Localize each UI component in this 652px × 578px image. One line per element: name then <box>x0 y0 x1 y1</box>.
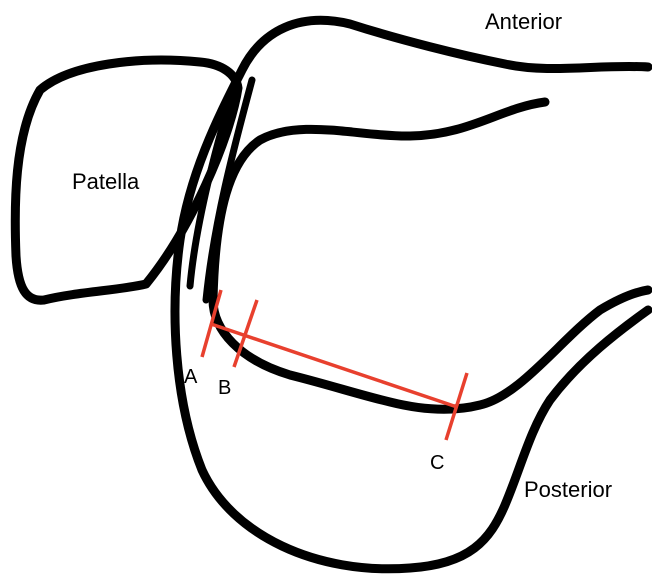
label-patella: Patella <box>72 169 140 194</box>
label-point-a: A <box>184 366 198 388</box>
label-point-c: C <box>430 452 444 474</box>
measurement-line-a-c <box>211 324 457 407</box>
label-anterior: Anterior <box>485 9 562 34</box>
label-posterior: Posterior <box>524 477 612 502</box>
label-point-b: B <box>218 377 231 399</box>
